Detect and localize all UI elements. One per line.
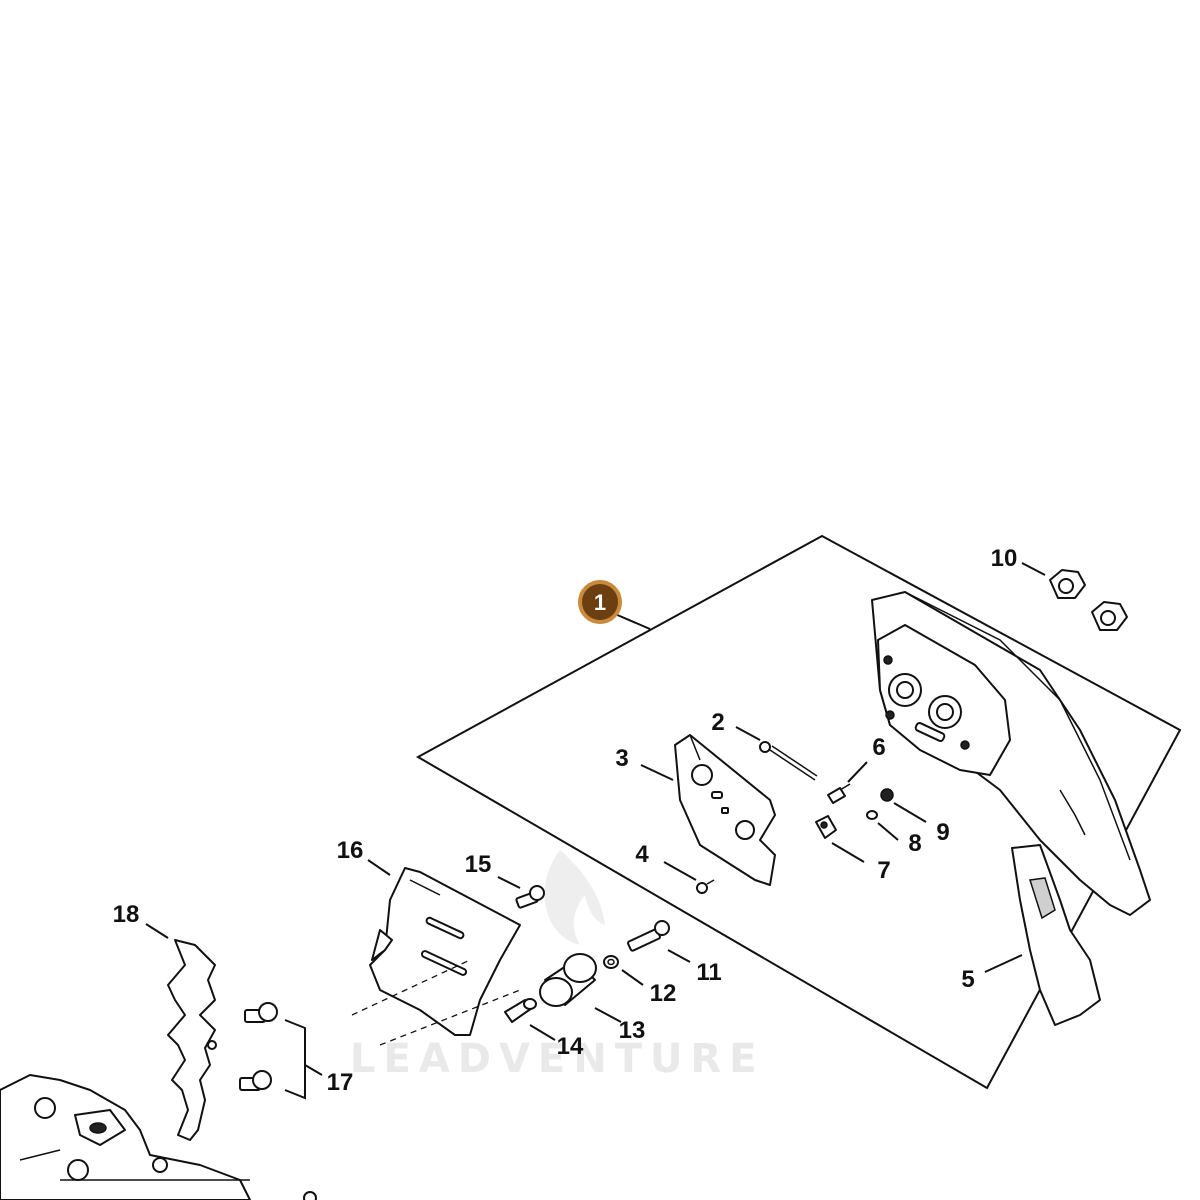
callout-16: 16 [337,837,364,864]
callout-6: 6 [872,734,885,761]
callout-4: 4 [635,841,649,868]
part-7-tensioner [815,815,837,839]
callout-13: 13 [619,1017,646,1044]
part-17-screws [239,1002,278,1091]
sprocket-cover [871,591,1151,916]
part-2-screw [759,741,818,781]
callout-9: 9 [936,819,949,846]
assembly-badge: 1 [578,580,651,630]
part-16-bar-plate [369,867,521,1036]
part-18-bumper-spike [167,939,217,1141]
part-4-screw [696,879,715,894]
callout-3: 3 [615,745,628,772]
callout-5: 5 [961,966,974,993]
engine-housing [0,1074,317,1200]
part-8-washer [866,810,878,820]
assembly-outline [415,534,1182,1090]
callout-17: 17 [327,1069,354,1096]
badge-label: 1 [594,590,606,615]
watermark: LEADVENTURE [350,850,765,1082]
callout-2: 2 [711,709,724,736]
part-15-bolt [515,885,545,909]
part-5-deflector [1011,844,1101,1026]
part-11-bolt [627,920,670,952]
watermark-text: LEADVENTURE [350,1036,765,1082]
callout-10: 10 [991,545,1018,572]
callout-15: 15 [465,851,492,878]
callout-11: 11 [696,959,721,986]
callout-labels: 2 3 4 5 6 7 8 9 10 11 12 13 14 15 16 17 … [113,545,1018,1096]
part-13-spacer [539,953,597,1007]
part-10-nuts [1049,569,1128,631]
part-14-pin [504,998,537,1023]
callout-7: 7 [877,857,890,884]
leader-lines [145,562,1046,1100]
callout-8: 8 [908,830,921,857]
callout-14: 14 [557,1033,584,1060]
callout-12: 12 [650,980,677,1007]
part-3-guide-plate [674,734,776,886]
part-12-washer [603,955,619,969]
part-9-gear [880,788,894,802]
callout-18: 18 [113,901,140,928]
part-6-pin [827,783,851,804]
